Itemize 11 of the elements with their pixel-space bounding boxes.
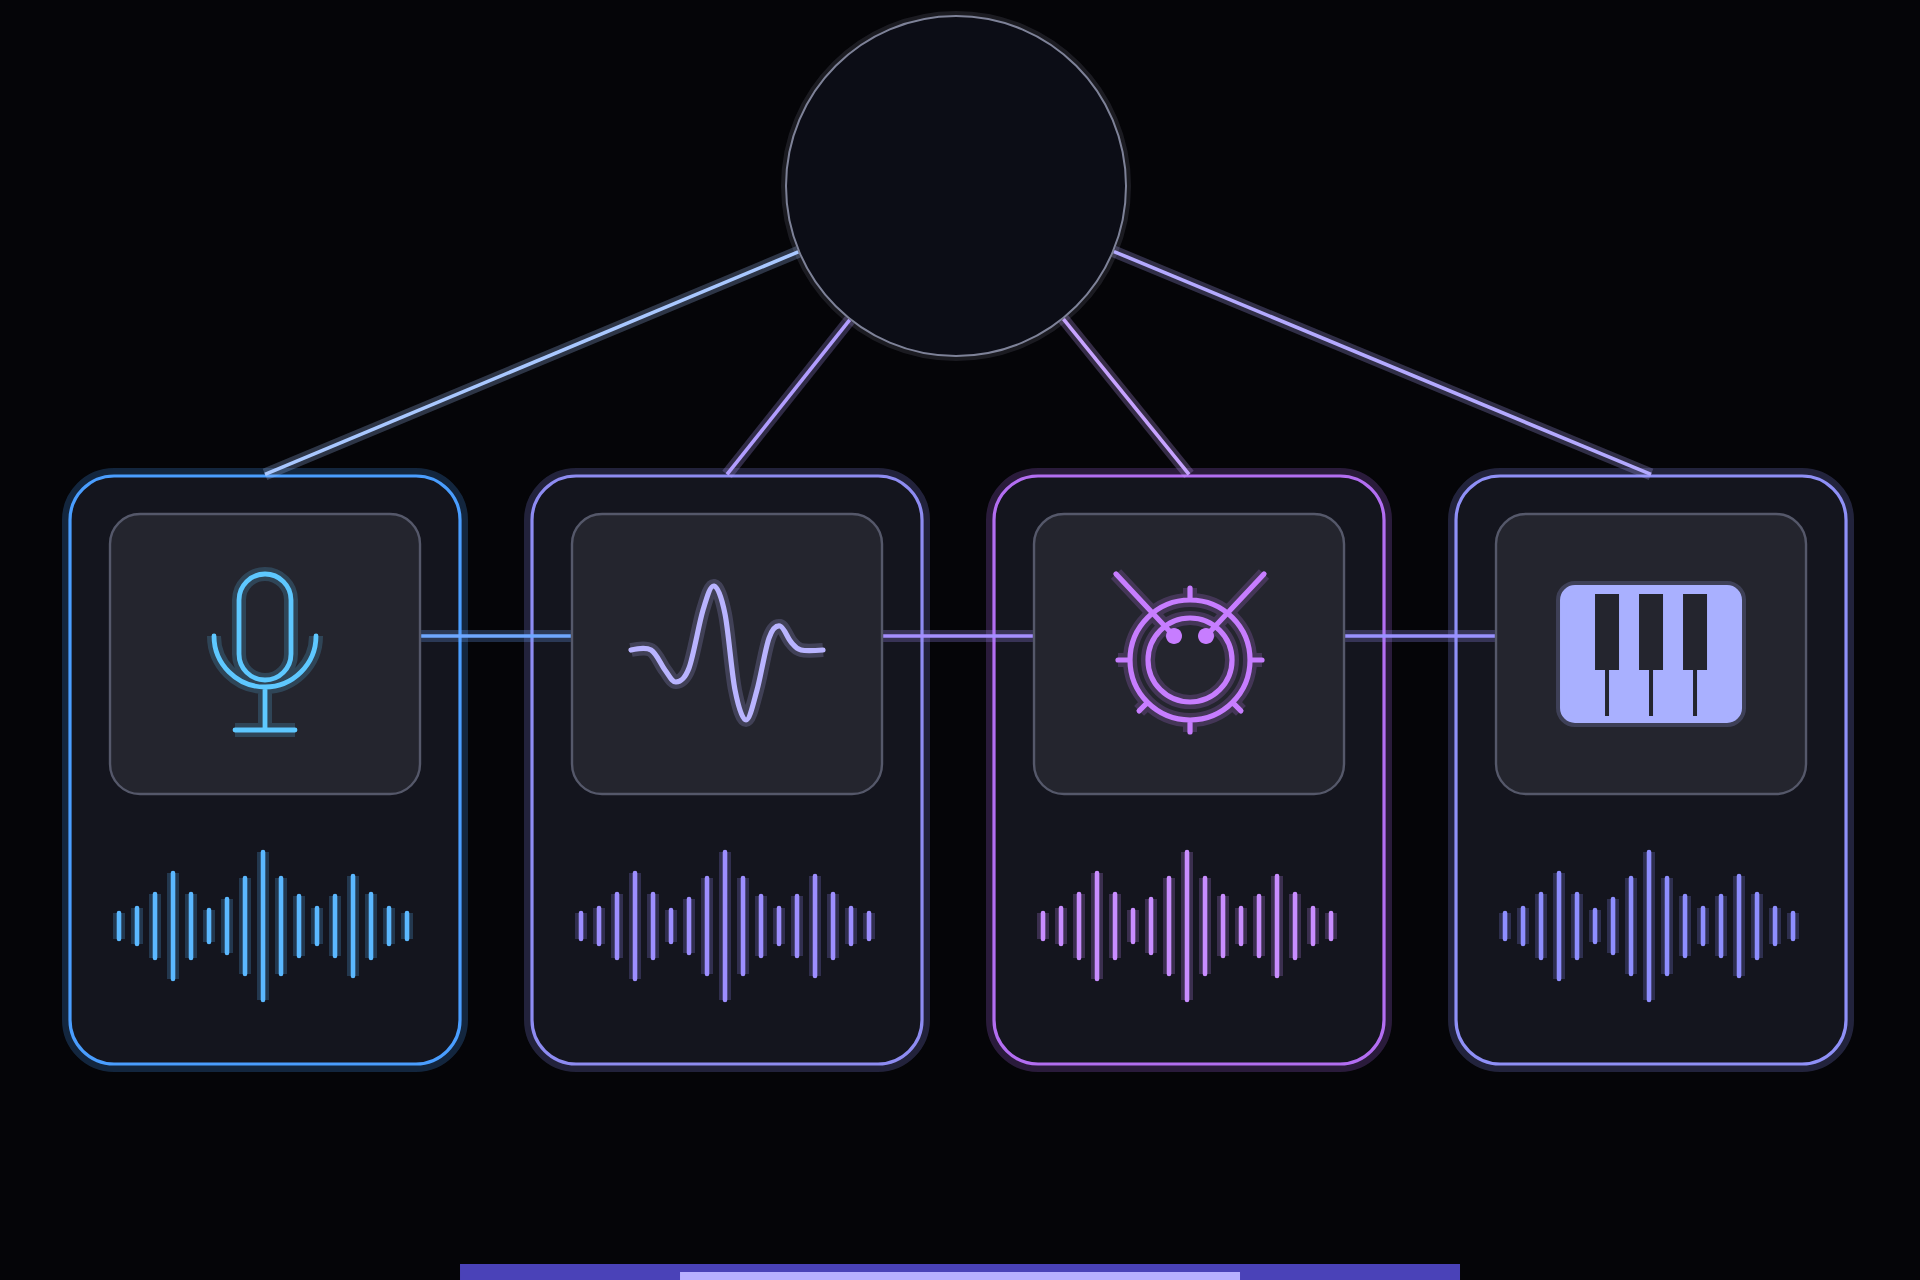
connector-line [421,630,571,642]
icon-tile [570,512,884,796]
circle-node [781,11,1131,361]
icon-tile [1032,512,1346,796]
connector-line [883,630,1033,642]
connector-line [722,316,855,479]
connector-line [1111,246,1654,480]
icon-tile [108,512,422,796]
connector-line [1058,315,1194,479]
connector-line [262,246,801,480]
connector-line [1345,630,1495,642]
